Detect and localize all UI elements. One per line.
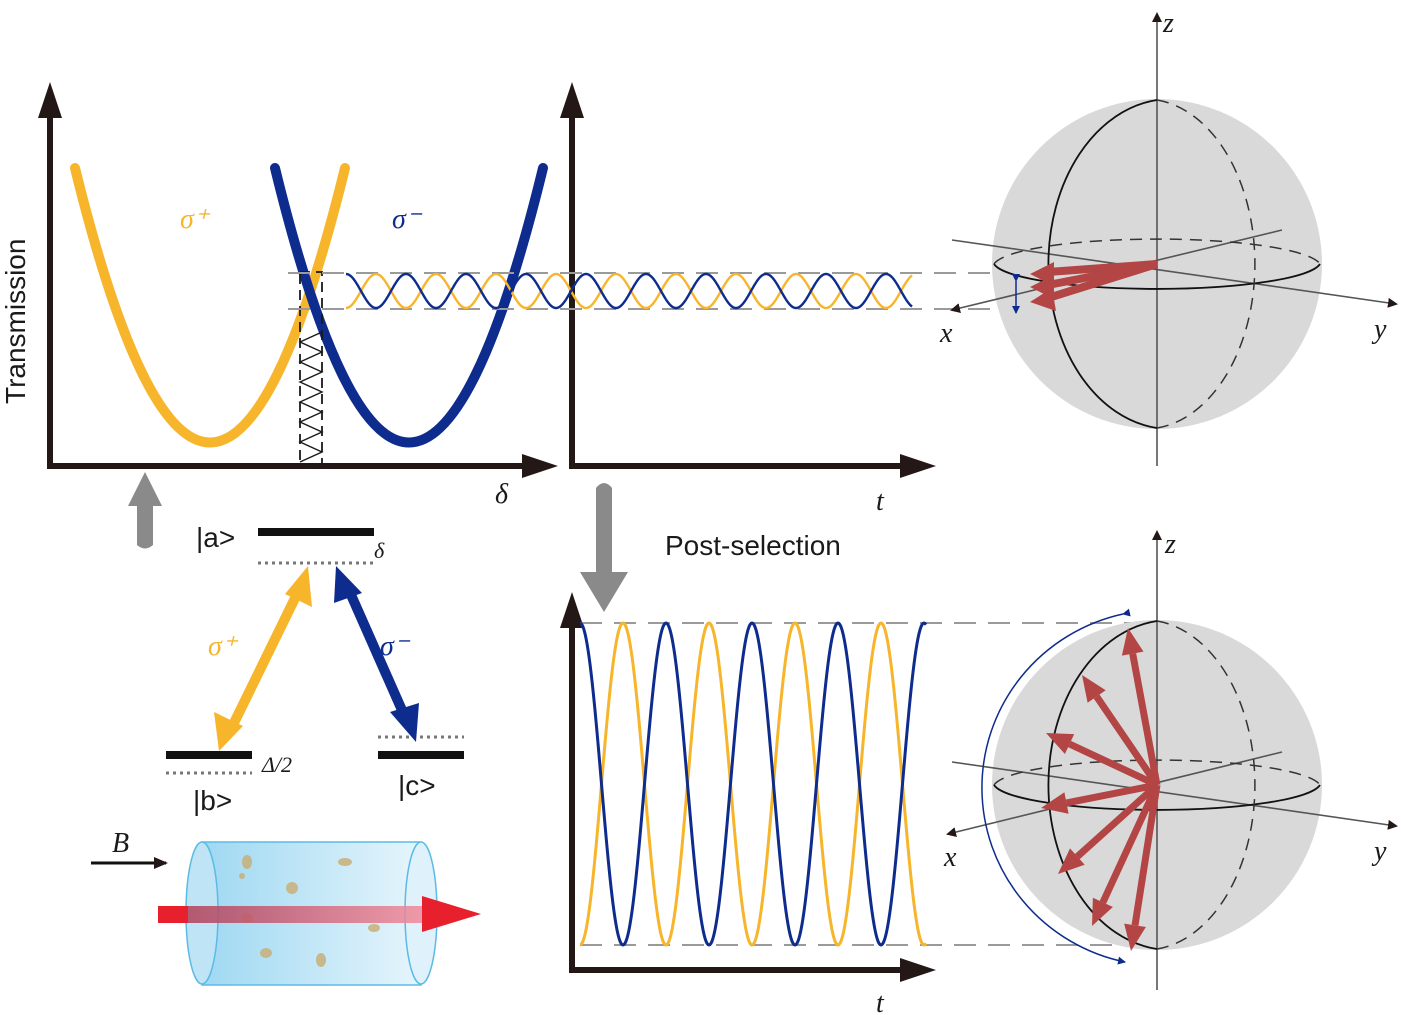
y-axis — [951, 239, 1398, 308]
state-vector — [1129, 652, 1161, 786]
level-a-label: |a> — [196, 522, 235, 553]
sigma-minus-full-oscillation — [579, 621, 928, 947]
state-vector — [1065, 781, 1158, 807]
y-axis-label: y — [1371, 314, 1387, 345]
x-axis-label: x — [943, 842, 957, 873]
sigma-minus-arrowhead-up — [334, 566, 362, 603]
state-vector-arrowhead — [1046, 733, 1075, 754]
state-vector-arrowhead — [1058, 848, 1085, 874]
laser-beam-inside — [186, 906, 422, 923]
state-vector-fan — [1041, 628, 1161, 951]
bloch-sphere-top: z x y — [939, 8, 1398, 466]
state-vector — [1131, 784, 1161, 926]
y-axis — [951, 761, 1398, 830]
sigma-plus-transition-label: σ⁺ — [208, 631, 239, 662]
state-vector — [1093, 694, 1160, 787]
state-vector — [1074, 782, 1160, 860]
sigma-plus-transition-shaft — [227, 589, 303, 730]
y-axis-arrowhead — [38, 82, 62, 118]
time-panel-bottom: t — [560, 592, 1150, 1015]
sigma-plus-arrowhead-up — [285, 566, 312, 607]
atom — [316, 953, 326, 967]
state-vector-arrowhead — [1124, 923, 1146, 951]
sigma-plus-curve-label: σ⁺ — [180, 204, 211, 235]
atom — [338, 858, 352, 866]
sigma-plus-small-oscillation — [345, 272, 913, 310]
atom — [368, 924, 380, 932]
sigma-minus-transition-label: σ⁻ — [380, 631, 411, 662]
transmission-panel: Transmission δ σ⁺ σ⁻ — [0, 82, 558, 510]
time-bottom-y-arrowhead — [560, 592, 584, 628]
atom — [242, 855, 252, 869]
rotation-path-arrow — [981, 608, 1131, 965]
meridian-front — [1047, 620, 1158, 950]
y-axis-label: y — [1371, 836, 1387, 867]
sigma-minus-transition-shaft — [343, 585, 410, 720]
equator-front — [993, 784, 1321, 811]
state-vector-arrowhead — [1030, 288, 1056, 311]
vapor-cell: B — [91, 828, 481, 986]
sigma-minus-curve-label: σ⁻ — [392, 204, 423, 235]
sigma-plus-transmission-curve — [70, 163, 350, 448]
time-bottom-x-arrowhead — [900, 958, 936, 982]
laser-beam-entry — [158, 906, 188, 923]
time-top-t-label: t — [876, 486, 885, 517]
energy-level-diagram: |a> δ Δ/2 |b> |c> σ⁺ σ⁻ — [166, 522, 464, 816]
meridian-front — [1047, 99, 1158, 429]
state-vector-arrowhead — [1041, 792, 1069, 814]
sigma-plus-arrowhead-down — [214, 712, 243, 751]
x-axis-label: x — [939, 318, 953, 349]
state-vector-arrowhead — [1092, 897, 1113, 926]
state-vector — [1068, 740, 1159, 789]
level-b-bar — [166, 751, 252, 759]
sigma-minus-small-oscillation — [345, 272, 913, 310]
bloch-sphere-bottom: z x y — [943, 529, 1398, 990]
laser-beam-arrowhead — [422, 896, 481, 932]
meridian-back — [1156, 620, 1256, 950]
time-bottom-t-label: t — [876, 988, 885, 1015]
x-axis-arrowhead — [522, 454, 558, 478]
equator-back — [993, 759, 1321, 786]
detuning-label: δ — [374, 538, 385, 563]
gray-up-arrow — [128, 472, 162, 549]
sigma-plus-full-oscillation — [579, 621, 928, 947]
state-vector-arrowhead — [1082, 675, 1106, 703]
state-vector-arrowhead — [1121, 628, 1144, 656]
modulation-window — [299, 271, 323, 465]
atom — [239, 873, 245, 879]
z-axis-label: z — [1162, 8, 1174, 39]
transmission-y-label: Transmission — [0, 239, 31, 404]
level-b-label: |b> — [193, 785, 232, 816]
state-vector — [1046, 260, 1159, 302]
equator-back — [993, 238, 1321, 265]
z-axis-label: z — [1164, 529, 1176, 560]
time-top-y-arrowhead — [560, 82, 584, 118]
atom — [260, 948, 272, 958]
atom — [286, 882, 298, 894]
level-a-bar — [258, 528, 374, 536]
post-selection-label: Post-selection — [665, 530, 841, 561]
delta-axis-label: δ — [495, 479, 509, 510]
state-vector — [1099, 783, 1161, 904]
level-c-bar — [378, 751, 464, 759]
time-top-x-arrowhead — [900, 454, 936, 478]
time-panel-top: t — [288, 82, 990, 517]
meridian-back — [1156, 99, 1256, 429]
level-c-label: |c> — [398, 770, 436, 801]
sigma-minus-arrowhead-down — [390, 703, 419, 742]
post-selection-arrow — [580, 483, 628, 612]
splitting-label: Δ/2 — [261, 752, 292, 777]
magnetic-field-label: B — [112, 828, 129, 859]
modulation-zigzag — [298, 331, 324, 463]
